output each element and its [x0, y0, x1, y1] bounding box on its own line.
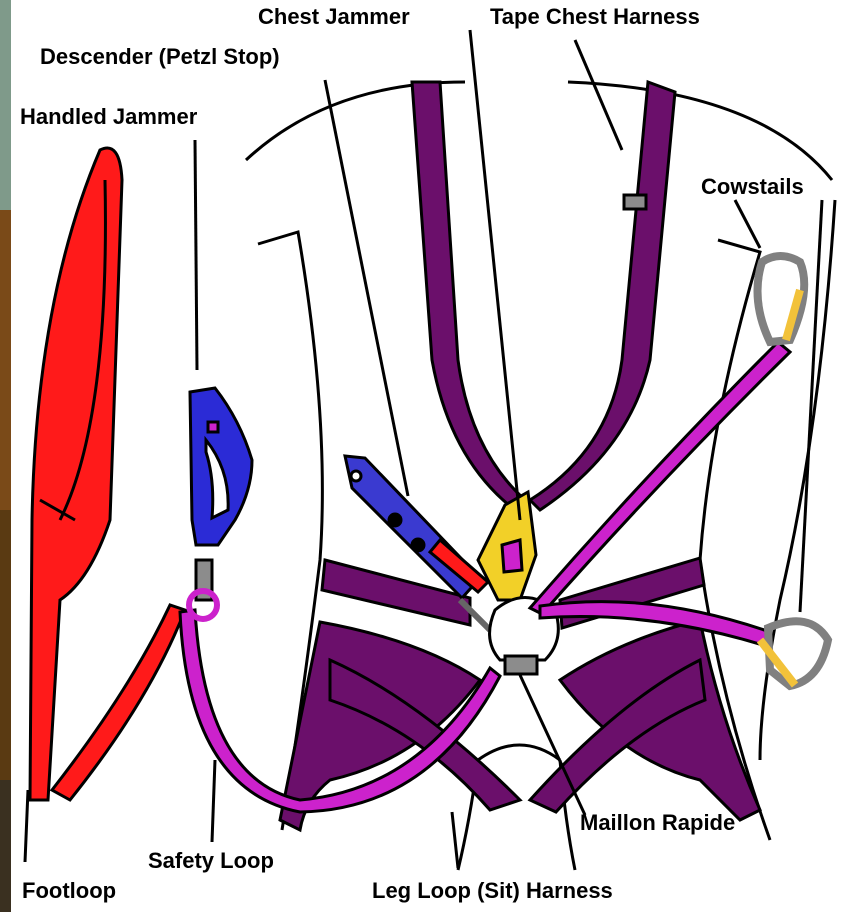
- handled-jammer: [189, 388, 252, 619]
- footloop: [30, 148, 185, 800]
- label-footloop: Footloop: [22, 880, 116, 902]
- chest-tape-buckle: [624, 195, 646, 209]
- label-safety-loop: Safety Loop: [148, 850, 274, 872]
- label-maillon-rapide: Maillon Rapide: [580, 812, 735, 834]
- chest-tape-right: [530, 82, 675, 510]
- crotch-arc: [478, 745, 560, 760]
- leader-footloop: [25, 790, 28, 862]
- label-chest-jammer: Chest Jammer: [258, 6, 410, 28]
- label-cowstails: Cowstails: [701, 176, 804, 198]
- label-tape-chest-harness: Tape Chest Harness: [490, 6, 700, 28]
- leader-safety-loop: [212, 760, 215, 842]
- label-descender: Descender (Petzl Stop): [40, 46, 280, 68]
- leader-tape-chest-harness: [575, 40, 622, 150]
- chest-tape-left: [412, 82, 525, 510]
- tape-chest-harness: [412, 82, 675, 510]
- leader-cowstails: [735, 200, 760, 248]
- leader-handled-jammer: [195, 140, 197, 370]
- label-handled-jammer: Handled Jammer: [20, 106, 197, 128]
- label-leg-loop-harness: Leg Loop (Sit) Harness: [372, 880, 613, 902]
- leader-leg-loop: [452, 812, 458, 868]
- shoulder-arc-right: [568, 82, 832, 180]
- leader-descender: [325, 80, 408, 496]
